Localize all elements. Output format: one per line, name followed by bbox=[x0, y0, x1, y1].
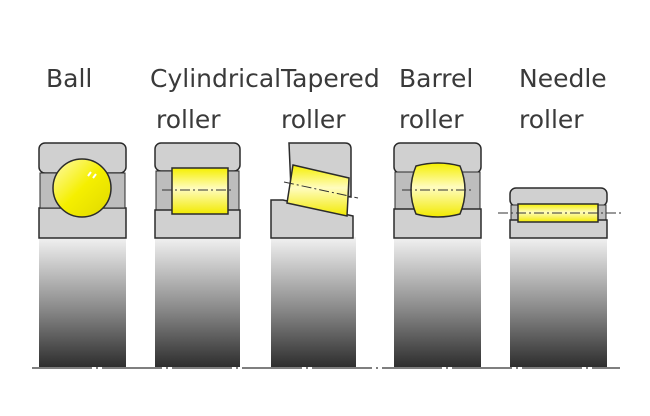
label-barrel-line1: Barrel bbox=[399, 64, 474, 93]
tap-roller bbox=[286, 164, 350, 217]
cyl-outer-ring bbox=[154, 142, 241, 172]
ball-housing bbox=[39, 237, 126, 367]
label-barrel-line2: roller bbox=[399, 105, 464, 134]
label-barrel-roller: Barrel roller bbox=[399, 58, 473, 140]
label-ball: Ball bbox=[46, 58, 92, 99]
needle-bearing bbox=[498, 187, 622, 367]
ball-highlight bbox=[87, 171, 97, 179]
label-needle-line1: Needle bbox=[519, 64, 607, 93]
bar-housing bbox=[394, 237, 481, 367]
ball-element bbox=[52, 158, 112, 218]
barrel-bearing bbox=[393, 142, 482, 367]
cylindrical-bearing bbox=[154, 142, 241, 367]
ndl-housing bbox=[510, 237, 607, 367]
cyl-housing bbox=[155, 237, 240, 367]
label-cylindrical-roller: Cylindrical roller bbox=[150, 58, 281, 140]
tap-axis bbox=[283, 181, 359, 199]
label-tapered-line1: Tapered bbox=[281, 64, 380, 93]
label-ball-line1: Ball bbox=[46, 64, 93, 93]
label-needle-line2: roller bbox=[519, 105, 584, 134]
tapered-bearing bbox=[270, 142, 359, 367]
cyl-roller bbox=[171, 167, 229, 215]
label-cylindrical-line2: roller bbox=[156, 105, 221, 134]
ball-bearing bbox=[38, 142, 127, 367]
label-cylindrical-line1: Cylindrical bbox=[150, 64, 282, 93]
tap-housing bbox=[271, 237, 356, 367]
label-tapered-roller: Tapered roller bbox=[281, 58, 380, 140]
label-tapered-line2: roller bbox=[281, 105, 346, 134]
label-needle-roller: Needle roller bbox=[519, 58, 607, 140]
tap-inner-ring bbox=[270, 199, 354, 239]
